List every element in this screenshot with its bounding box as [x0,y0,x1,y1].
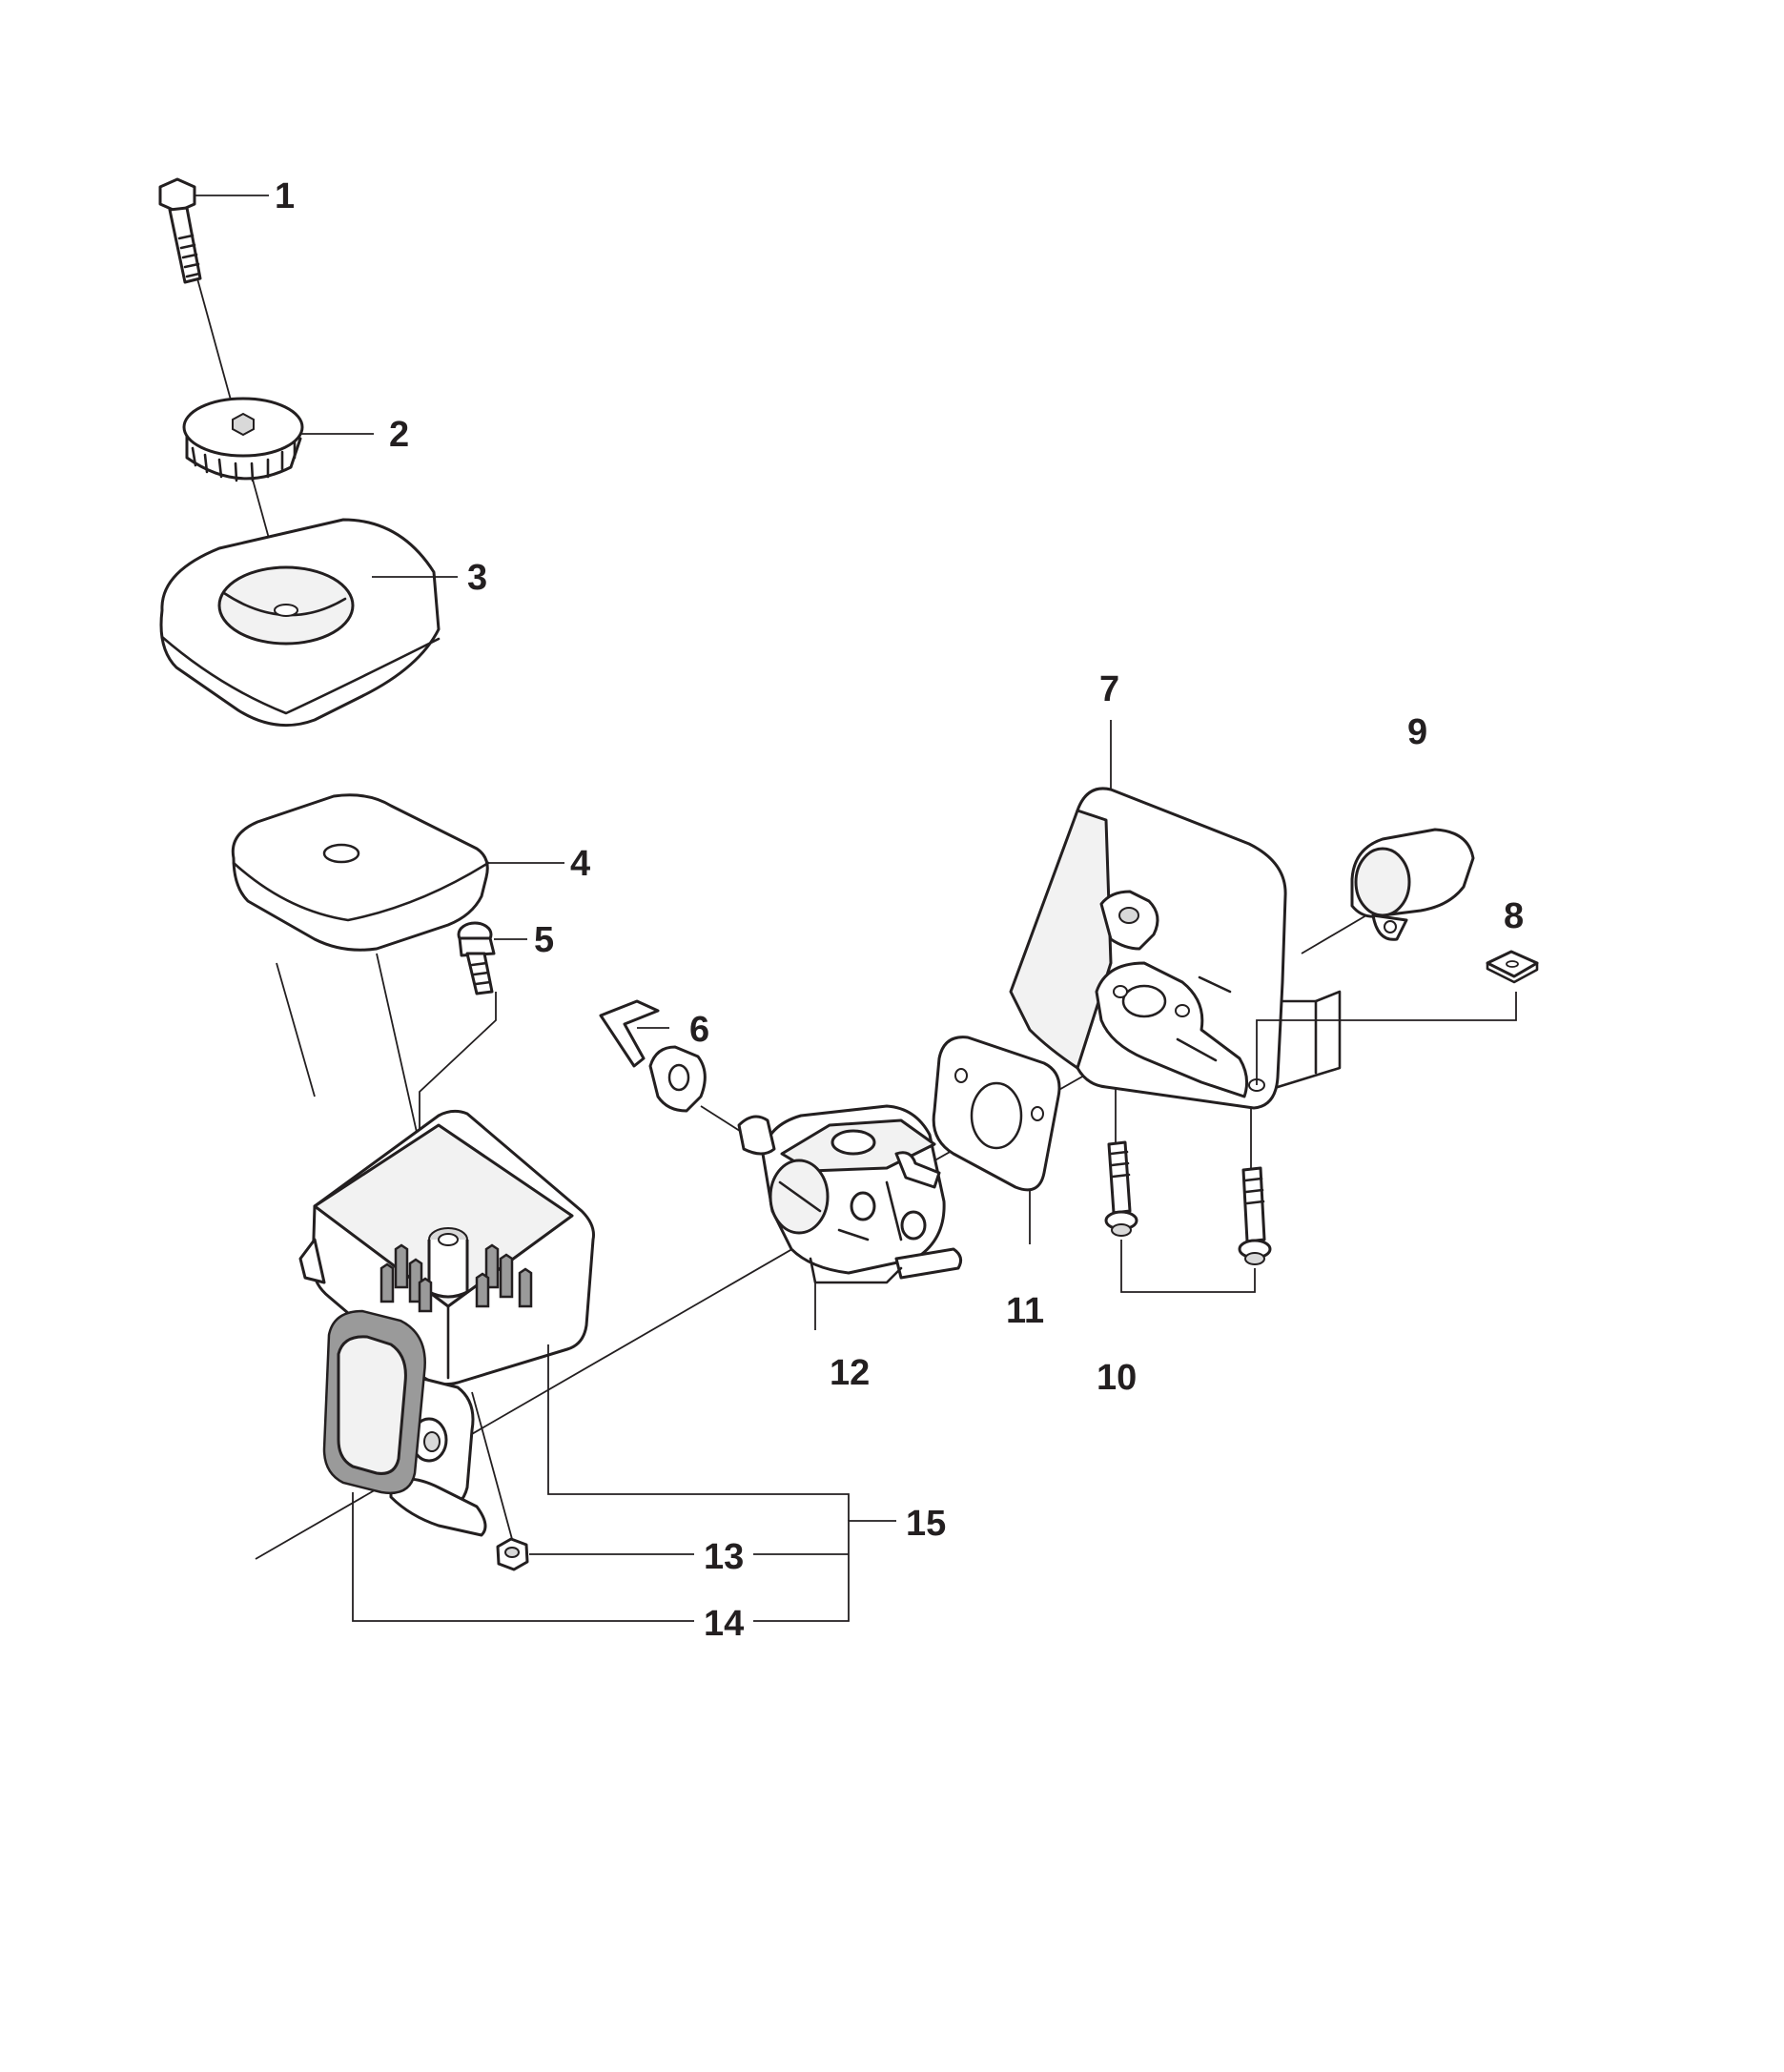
label-4: 4 [570,844,590,884]
part-9-boot [1350,828,1475,941]
label-2: 2 [389,415,409,455]
label-15: 15 [906,1504,946,1544]
label-7: 7 [1099,669,1119,709]
part-1-bolt [158,177,202,284]
label-9: 9 [1407,712,1427,752]
part-12-carburetor [737,1104,963,1330]
part-2-knob [182,397,304,482]
callout-labels: 1 2 3 4 5 6 7 8 9 10 11 12 13 14 15 [275,176,1524,1644]
part-10-bolts [1104,1087,1272,1293]
label-1: 1 [275,176,295,216]
label-14: 14 [704,1604,744,1644]
part-14-grommet [322,1309,426,1495]
part-4-filter-element [231,793,490,952]
label-5: 5 [534,920,554,960]
label-11: 11 [1006,1291,1044,1331]
housing-pins [379,1227,533,1313]
label-leaders [195,195,669,1029]
part-8-square-nut [1486,950,1539,984]
label-10: 10 [1097,1358,1137,1398]
label-13: 13 [704,1537,744,1577]
label-8: 8 [1504,896,1524,936]
part-15-housing [298,1109,896,1622]
part-11-gasket [932,1036,1061,1244]
part-3-filter-cover [159,518,441,728]
part-6-rod [599,999,707,1113]
label-3: 3 [467,558,487,598]
label-12: 12 [830,1353,870,1393]
part-7-holder [1009,720,1517,1110]
part-5-screw [457,921,496,995]
part-13-nut [496,1537,529,1571]
label-6: 6 [689,1010,709,1050]
